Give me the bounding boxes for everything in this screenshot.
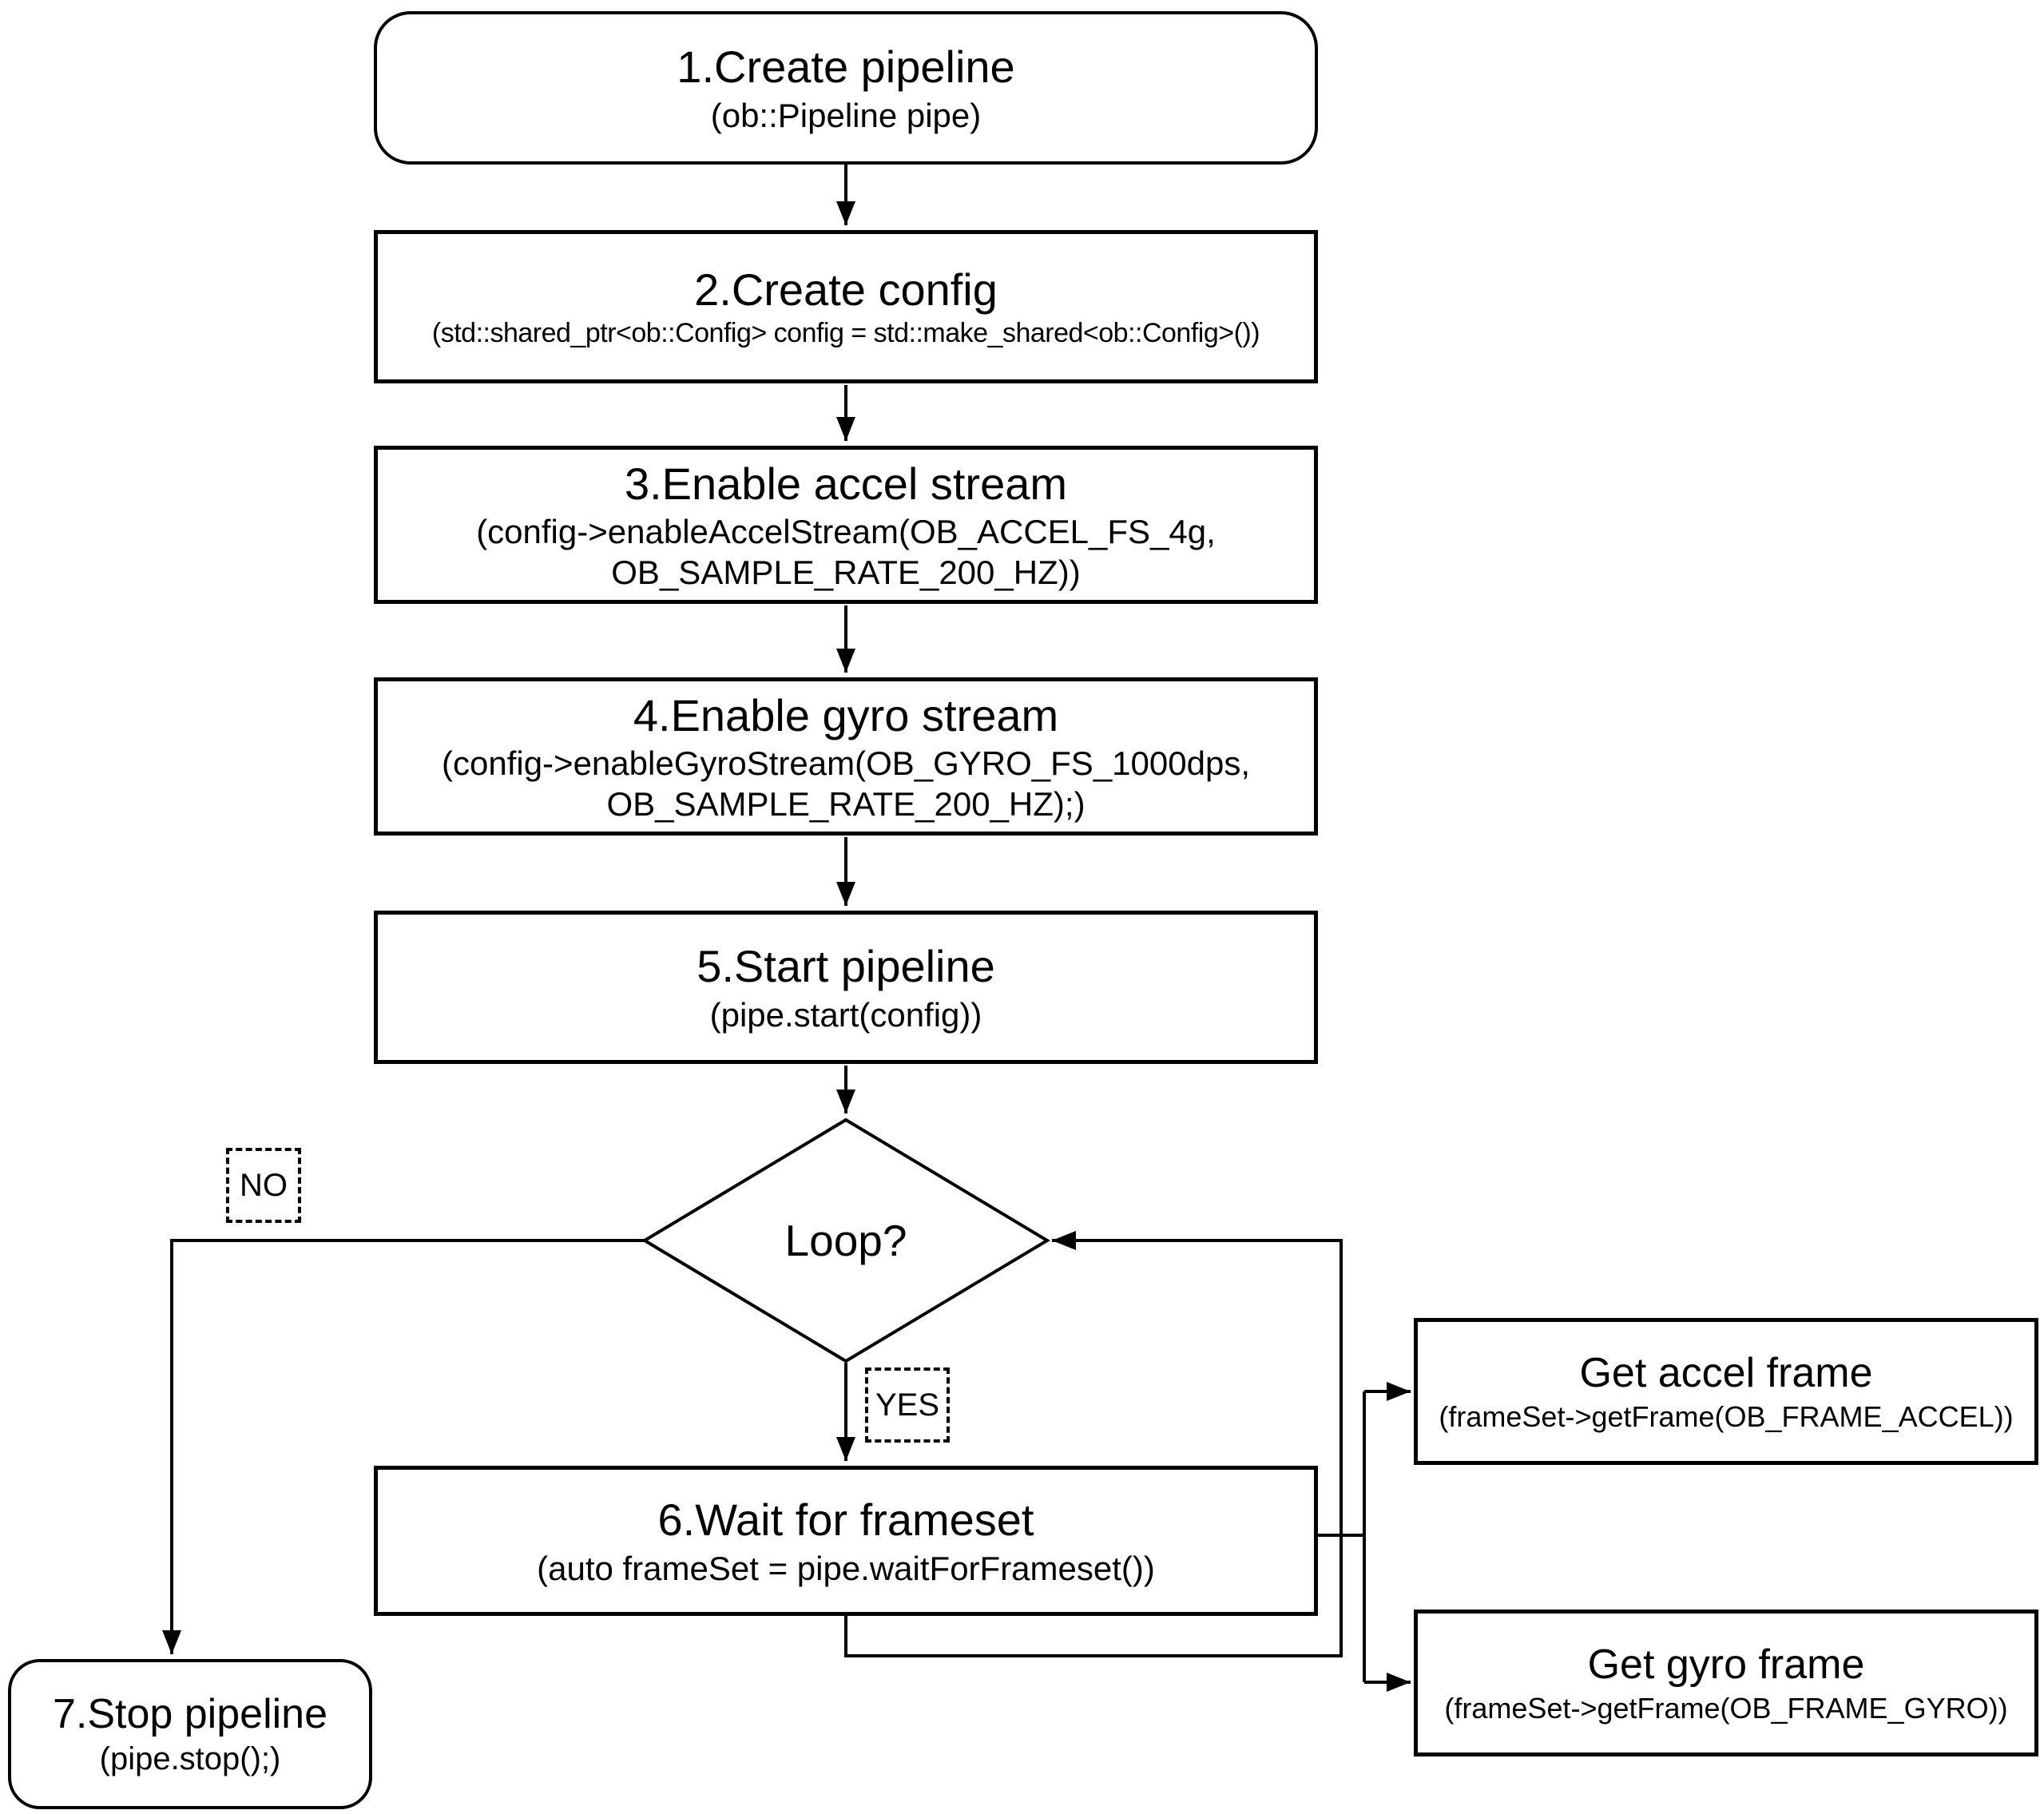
node-subtitle-line1: (config->enableGyroStream(OB_GYRO_FS_100… [442, 744, 1250, 782]
node-subtitle: (ob::Pipeline pipe) [710, 96, 982, 134]
node-subtitle-line1: (config->enableAccelStream(OB_ACCEL_FS_4… [476, 512, 1216, 550]
node-enable-accel-stream: 3.Enable accel stream (config->enableAcc… [374, 446, 1318, 604]
edge-label-yes-text: YES [875, 1387, 940, 1423]
node-subtitle: (pipe.stop();) [99, 1741, 281, 1777]
node-stop-pipeline: 7.Stop pipeline (pipe.stop();) [8, 1659, 372, 1809]
node-get-gyro-frame: Get gyro frame (frameSet->getFrame(OB_FR… [1414, 1610, 2038, 1756]
node-title: Get accel frame [1579, 1350, 1873, 1397]
node-title: 2.Create config [694, 264, 998, 316]
node-create-config: 2.Create config (std::shared_ptr<ob::Con… [374, 230, 1318, 383]
node-subtitle-line2: OB_SAMPLE_RATE_200_HZ)) [611, 554, 1081, 592]
node-title: 4.Enable gyro stream [633, 689, 1059, 740]
node-subtitle-line2: OB_SAMPLE_RATE_200_HZ);) [606, 785, 1086, 824]
node-wait-for-frameset: 6.Wait for frameset (auto frameSet = pip… [374, 1466, 1318, 1616]
node-subtitle: (pipe.start(config)) [709, 995, 982, 1034]
node-title: 6.Wait for frameset [657, 1494, 1034, 1546]
node-title: Get gyro frame [1587, 1641, 1865, 1689]
node-subtitle: (frameSet->getFrame(OB_FRAME_ACCEL)) [1439, 1399, 2014, 1433]
node-start-pipeline: 5.Start pipeline (pipe.start(config)) [374, 911, 1318, 1064]
node-title: 5.Start pipeline [697, 941, 995, 992]
node-create-pipeline: 1.Create pipeline (ob::Pipeline pipe) [374, 11, 1318, 165]
edge-label-no: NO [226, 1148, 301, 1223]
edge-label-no-text: NO [240, 1167, 288, 1203]
node-subtitle: (auto frameSet = pipe.waitForFrameset()) [537, 1549, 1155, 1587]
node-subtitle: (frameSet->getFrame(OB_FRAME_GYRO)) [1444, 1691, 2008, 1725]
node-enable-gyro-stream: 4.Enable gyro stream (config->enableGyro… [374, 677, 1318, 836]
node-subtitle: (std::shared_ptr<ob::Config> config = st… [431, 318, 1260, 349]
node-title: 1.Create pipeline [677, 42, 1015, 93]
node-title: 3.Enable accel stream [624, 458, 1068, 509]
node-get-accel-frame: Get accel frame (frameSet->getFrame(OB_F… [1414, 1318, 2038, 1465]
loop-decision-diamond-shape [641, 1117, 1050, 1363]
arrow-loop-no-to-stop-pipeline [162, 1239, 645, 1654]
edge-label-yes: YES [865, 1367, 950, 1443]
arrow-wait-frameset-loopback-to-loop [844, 1231, 1343, 1657]
node-title: 7.Stop pipeline [52, 1690, 328, 1737]
